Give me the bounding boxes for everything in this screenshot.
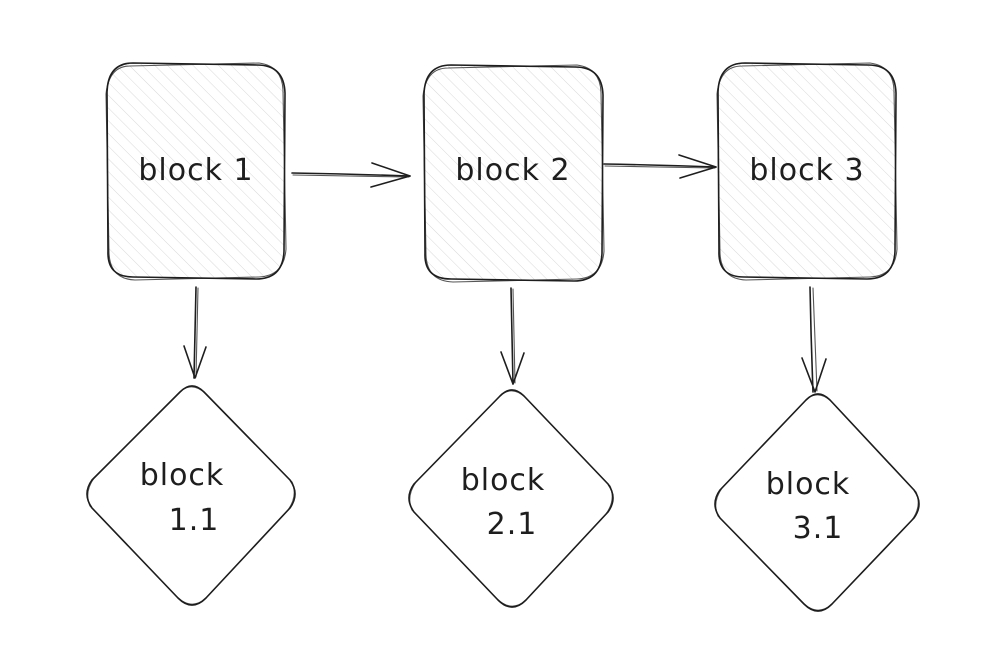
block-2-fill (425, 66, 602, 280)
block-1-label: block 1 (138, 153, 253, 188)
diamond-2-1-label-line1: block (461, 463, 546, 498)
diamond-1-1[interactable]: block 1.1 (86, 385, 296, 606)
diamond-1-1-label-line1: block (140, 458, 225, 493)
arrow-block-1-to-block-2 (291, 162, 411, 188)
arrow-3-d3-head (801, 357, 827, 393)
block-3-outline-sketch (716, 62, 898, 281)
diamond-3-1-outline (714, 393, 920, 612)
arrow-3-d3-line-sketch (812, 287, 818, 392)
block-2[interactable]: block 2 (422, 64, 605, 283)
arrow-block-2-to-diamond-2-1 (500, 287, 525, 385)
diamond-1-1-outline (86, 385, 296, 606)
arrow-2-d2-line-sketch (512, 288, 516, 384)
diamond-2-1-outline (408, 389, 614, 608)
block-1-fill (108, 64, 284, 278)
arrow-2-d2-line (510, 287, 514, 385)
block-3[interactable]: block 3 (716, 62, 898, 281)
arrow-block-2-to-block-3 (603, 154, 717, 179)
arrow-block-1-to-diamond-1-1 (183, 286, 207, 379)
arrow-1-2-line-sketch (292, 174, 410, 178)
diamond-3-1[interactable]: block 3.1 (714, 393, 920, 612)
block-1[interactable]: block 1 (105, 62, 287, 281)
diamond-1-1-label-line2: 1.1 (169, 503, 220, 538)
arrow-1-2-line (291, 172, 411, 177)
diamond-3-1-label-line2: 3.1 (793, 511, 844, 546)
block-1-outline-sketch (105, 62, 287, 281)
block-3-fill (719, 64, 895, 278)
block-2-outline-sketch (422, 64, 605, 283)
arrow-1-d1-line-sketch (195, 287, 199, 378)
arrow-3-d3-line (809, 286, 814, 393)
diamond-2-1-label-line2: 2.1 (487, 507, 538, 542)
arrow-1-d1-line (193, 286, 197, 379)
arrow-1-d1-head (183, 345, 207, 379)
diamond-1-1-outline-sketch (87, 386, 295, 605)
arrow-2-d2-head (500, 351, 525, 385)
diamond-2-1[interactable]: block 2.1 (408, 389, 614, 608)
diamond-3-1-outline-sketch (715, 394, 919, 611)
arrow-2-3-head (678, 154, 717, 179)
arrow-1-2-head (370, 162, 411, 188)
block-2-label: block 2 (455, 153, 570, 188)
diamond-2-1-outline-sketch (409, 390, 613, 607)
block-3-label: block 3 (749, 153, 864, 188)
diamond-3-1-label-line1: block (766, 467, 851, 502)
arrow-block-3-to-diamond-3-1 (801, 286, 827, 393)
arrow-2-3-line-sketch (604, 165, 716, 169)
arrow-2-3-line (603, 163, 717, 168)
